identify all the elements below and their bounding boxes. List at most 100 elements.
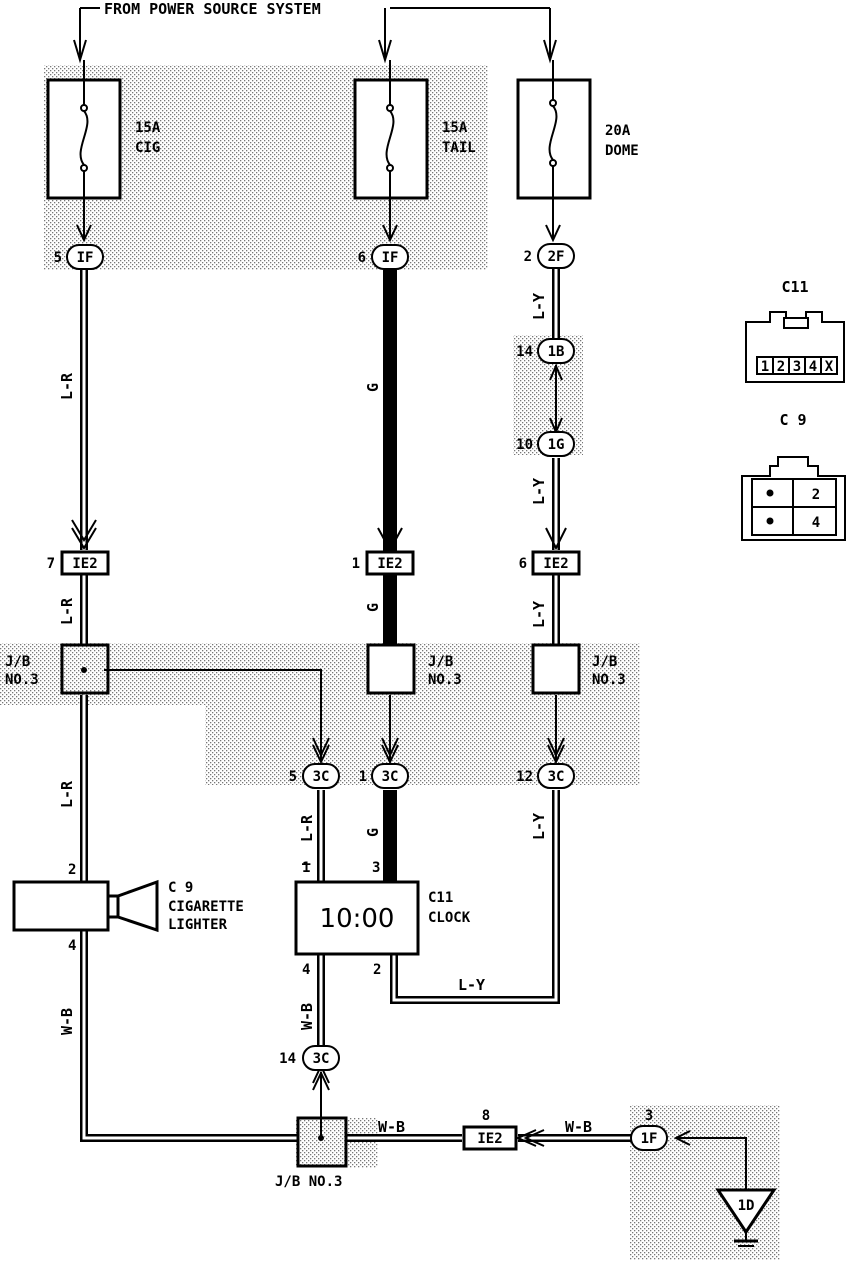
wire-label: W-B [58, 1008, 76, 1035]
connector-8-IE2: IE2 8 [462, 1108, 518, 1151]
svg-text:2: 2 [524, 249, 532, 265]
svg-text:4: 4 [809, 359, 817, 375]
connector-1-3C: 3C 1 [359, 763, 409, 789]
wire-clock-connections [312, 790, 330, 1138]
clock [294, 880, 420, 956]
connector-5-IF: IF 5 [54, 244, 104, 270]
clock-pin-dash: — [302, 856, 311, 872]
wire-label: L-R [58, 597, 76, 625]
svg-text:8: 8 [482, 1108, 490, 1124]
svg-text:IF: IF [382, 250, 399, 266]
connector-2-2F: 2F 2 [524, 243, 575, 269]
wire-labels: L-R G L-Y L-Y L-R G L-Y L-R L-R G L-Y L-… [58, 293, 592, 1136]
svg-text:J/B: J/B [428, 654, 453, 670]
wire-label: L-Y [530, 293, 548, 320]
wire-label: L-Y [530, 813, 548, 840]
svg-text:1G: 1G [548, 437, 565, 453]
svg-text:1: 1 [761, 359, 769, 375]
wire-label: W-B [565, 1118, 592, 1136]
fuse-cig-name: CIG [135, 140, 160, 156]
wire-label: L-R [58, 372, 76, 400]
connector-3-1F: 1F 3 [630, 1108, 668, 1151]
svg-text:14: 14 [279, 1051, 296, 1067]
svg-text:1D: 1D [738, 1198, 755, 1214]
junction-block-4-label: J/B NO.3 [275, 1174, 342, 1190]
wire-column-cig [71, 270, 330, 1142]
connector-6-IF: IF 6 [358, 244, 409, 270]
svg-text:1F: 1F [641, 1131, 658, 1147]
fuse-cig-amp: 15A [135, 120, 161, 136]
lighter-pin-bottom: 4 [68, 938, 76, 954]
svg-text:IE2: IE2 [543, 556, 568, 572]
svg-text:3: 3 [793, 359, 801, 375]
ground-1D: 1D [715, 1188, 777, 1247]
connector-7-IE2: IE2 7 [47, 550, 110, 576]
svg-text:1: 1 [352, 556, 360, 572]
svg-text:1B: 1B [548, 344, 565, 360]
svg-text:J/B: J/B [5, 654, 30, 670]
connector-6-IE2: IE2 6 [519, 550, 581, 576]
svg-text:NO.3: NO.3 [592, 672, 626, 688]
junction-block-3: J/B NO.3 [531, 643, 626, 695]
svg-text:5: 5 [54, 250, 62, 266]
svg-text:3C: 3C [548, 769, 565, 785]
svg-text:6: 6 [358, 250, 366, 266]
lighter-pin-top: 2 [68, 862, 76, 878]
fuse-dome-amp: 20A [605, 123, 631, 139]
fuse-tail [353, 60, 429, 240]
connector-view-c11: 1 2 3 4 X [745, 311, 845, 383]
fuse-cig [46, 60, 122, 240]
lighter-id: C 9 [168, 880, 193, 896]
connector-5-3C: 3C 5 [289, 763, 340, 789]
header-title: FROM POWER SOURCE SYSTEM [104, 0, 321, 18]
svg-text:7: 7 [47, 556, 55, 572]
fuse-tail-amp: 15A [442, 120, 468, 136]
lighter-name-1: CIGARETTE [168, 899, 244, 915]
wire-label: W-B [298, 1003, 316, 1030]
wire-column-tail [377, 270, 403, 882]
svg-text:3: 3 [645, 1108, 653, 1124]
clock-pin-bottom-left: 4 [302, 962, 310, 978]
lighter-name-2: LIGHTER [168, 917, 228, 933]
svg-text:5: 5 [289, 769, 297, 785]
fuse-tail-name: TAIL [442, 140, 476, 156]
wire-label: L-Y [530, 478, 548, 505]
svg-text:3C: 3C [382, 769, 399, 785]
svg-text:2: 2 [812, 487, 820, 503]
junction-block-2: J/B NO.3 [366, 643, 462, 695]
svg-text:NO.3: NO.3 [5, 672, 39, 688]
svg-text:NO.3: NO.3 [428, 672, 462, 688]
svg-text:X: X [825, 359, 834, 375]
wire-label: G [364, 828, 382, 837]
clock-pin-top-right: 3 [372, 860, 380, 876]
connector-10-1G: 1G 10 [516, 431, 575, 457]
clock-id: C11 [428, 890, 453, 906]
fuse-dome-name: DOME [605, 143, 639, 159]
clock-pin-top-left: 1 [302, 860, 310, 876]
svg-text:IE2: IE2 [72, 556, 97, 572]
svg-text:3C: 3C [313, 1051, 330, 1067]
clock-name: CLOCK [428, 910, 471, 926]
svg-text:12: 12 [516, 769, 533, 785]
clock-display: 10:00 [320, 904, 395, 934]
wire-label: L-Y [530, 601, 548, 628]
wire-label: G [364, 603, 382, 612]
svg-text:3C: 3C [313, 769, 330, 785]
svg-text:2: 2 [777, 359, 785, 375]
svg-text:IE2: IE2 [377, 556, 402, 572]
svg-text:2F: 2F [548, 249, 565, 265]
connector-14-3C: 3C 14 [279, 1045, 340, 1071]
junction-block-4 [296, 1116, 348, 1168]
wire-label: L-Y [458, 976, 485, 994]
svg-text:6: 6 [519, 556, 527, 572]
power-source-feed [73, 7, 557, 64]
clock-pin-bottom-right: 2 [373, 962, 381, 978]
connector-12-3C: 3C 12 [516, 763, 575, 789]
wire-label: L-R [298, 814, 316, 842]
svg-text:IF: IF [77, 250, 94, 266]
junction-block-1: J/B NO.3 [5, 643, 110, 695]
wire-ground-path [81, 667, 747, 1190]
cigarette-lighter [12, 879, 159, 933]
wire-label: G [364, 383, 382, 392]
